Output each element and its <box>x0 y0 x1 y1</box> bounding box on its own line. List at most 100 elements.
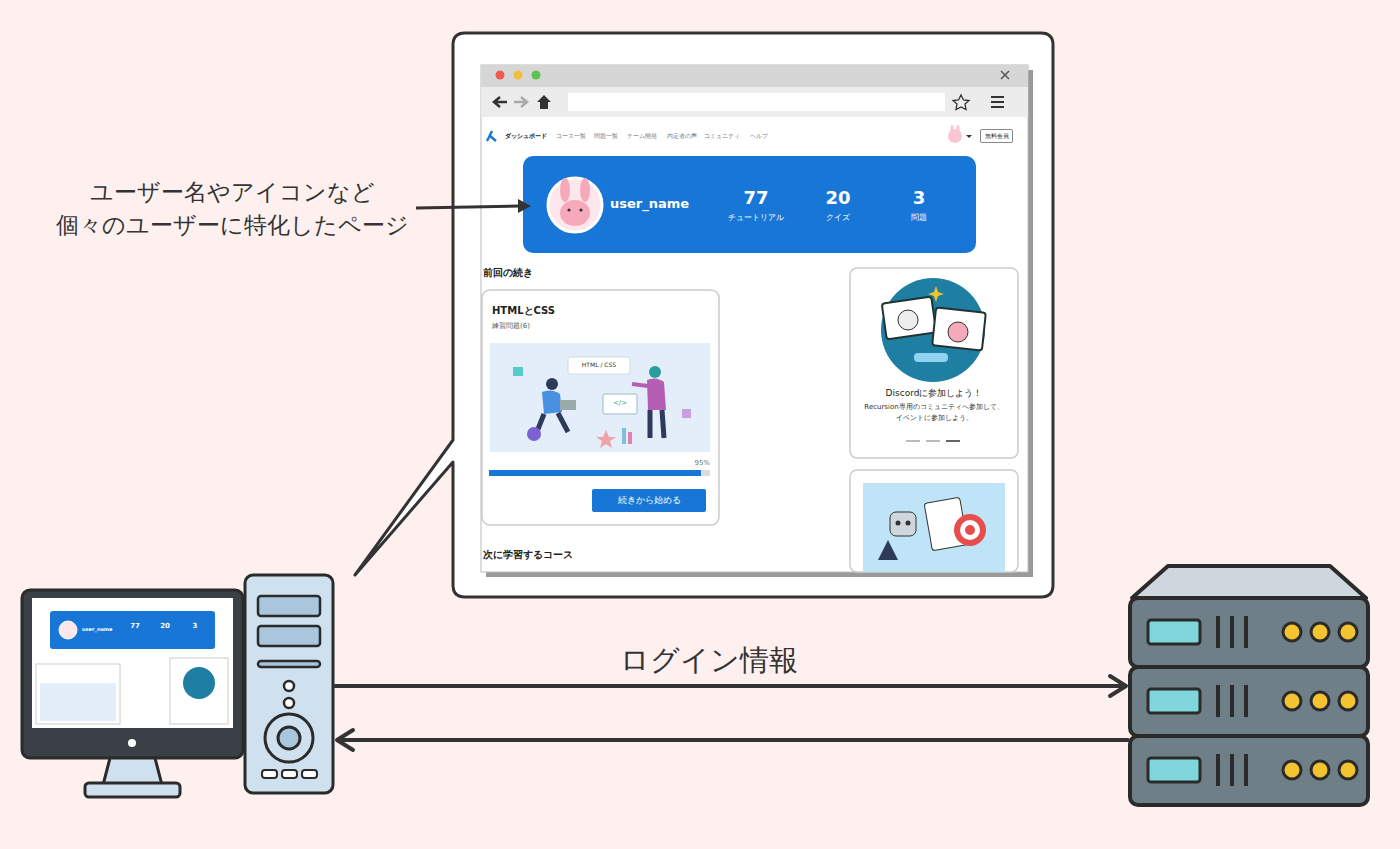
course-card-part <box>536 413 568 434</box>
discord-card: Discordに参加しよう！Recursion専用のコミュニティへ参加して、 イ… <box>850 268 1018 458</box>
computer-icon <box>22 590 243 797</box>
server-icon-part <box>1130 598 1368 667</box>
server-icon-part <box>1132 566 1366 598</box>
nav-item: 問題一覧 <box>594 132 618 139</box>
leader-arrow <box>416 199 531 213</box>
course-card-part <box>489 470 710 476</box>
progress-percent: 95% <box>694 459 710 467</box>
profile-banner-part <box>548 178 602 232</box>
computer-icon-part <box>50 611 215 649</box>
server-icon-part-part <box>1244 685 1248 717</box>
illustration-text: </> <box>613 399 627 407</box>
discord-card-part <box>928 286 944 302</box>
browser-window-part <box>514 71 523 80</box>
server-icon-part-part <box>1148 620 1200 644</box>
discord-card-part <box>948 322 968 342</box>
stat-number: 3 <box>913 187 926 209</box>
next-card-part <box>890 512 916 536</box>
course-card-part <box>682 409 691 418</box>
server-icon-part-part <box>1230 685 1234 717</box>
section-heading: 前回の続き <box>483 267 533 279</box>
server-icon <box>1130 566 1368 805</box>
data-arrows-part <box>1110 676 1126 696</box>
data-arrows-part <box>337 730 353 750</box>
browser-window-part <box>1001 71 1009 79</box>
callout-bubble-part <box>355 33 1053 597</box>
course-card <box>482 290 719 525</box>
course-card-part <box>632 384 648 386</box>
discord-card-part <box>898 310 918 330</box>
course-card-part <box>628 432 632 444</box>
tower-icon-part <box>284 698 294 708</box>
server-icon-part-part <box>1311 623 1329 641</box>
course-card-part <box>603 394 637 414</box>
browser-window-part <box>487 131 496 141</box>
computer-icon-part <box>170 658 228 724</box>
tower-icon-part <box>258 596 320 616</box>
nav-item: チーム開発 <box>627 132 657 139</box>
tower-icon-part <box>265 714 313 762</box>
profile-banner-part <box>560 200 590 226</box>
discord-card-part <box>882 297 937 340</box>
computer-icon-part <box>128 739 136 747</box>
next-card-part <box>960 520 980 540</box>
tower-icon-part <box>258 661 320 667</box>
tower-icon-part <box>302 770 317 778</box>
course-card-part <box>546 378 558 390</box>
server-icon-part-part <box>1311 761 1329 779</box>
data-arrows-part <box>335 684 1124 688</box>
data-arrows-part <box>339 738 1128 742</box>
profile-banner-part <box>560 178 570 202</box>
mini-text: 20 <box>160 622 170 630</box>
browser-window-part <box>481 65 1028 87</box>
course-card-part <box>482 290 719 525</box>
data-arrows <box>335 676 1128 750</box>
server-icon-part-part <box>1148 689 1200 713</box>
server-icon-part-part <box>1339 692 1357 710</box>
computer-icon-part <box>36 664 120 724</box>
mini-text: 3 <box>193 622 198 630</box>
course-card-part <box>647 378 666 410</box>
next-card-part <box>906 521 911 526</box>
mini-text: user_name <box>82 626 112 632</box>
server-icon-part-part <box>1283 623 1301 641</box>
discord-card-part <box>850 268 1018 458</box>
computer-icon-part <box>40 683 116 721</box>
course-card-part <box>568 357 630 374</box>
profile-banner-part <box>579 208 582 211</box>
next-card-part <box>878 540 898 560</box>
discord-card-part <box>932 307 986 350</box>
arrow-label: ログイン情報 <box>620 643 798 678</box>
profile-banner: user_name77チュートリアル20クイズ3問題 <box>523 156 976 253</box>
next-card-part <box>863 483 1005 572</box>
course-card-part <box>649 366 661 378</box>
stat-number: 77 <box>743 187 768 209</box>
server-icon-part-part <box>1283 692 1301 710</box>
discord-card-part <box>914 353 948 362</box>
discord-card-part <box>946 440 960 442</box>
computer-icon-part <box>103 758 162 785</box>
card-title: HTMLとCSS <box>492 305 555 317</box>
profile-banner-part <box>567 208 570 211</box>
server-icon-part-part <box>1283 761 1301 779</box>
browser-window <box>481 65 1033 577</box>
discord-card <box>850 268 1018 458</box>
server-icon-part-part <box>1216 754 1220 786</box>
stat-number: 20 <box>825 187 850 209</box>
course-card-part <box>513 367 523 376</box>
next-card-part <box>965 525 975 535</box>
profile-banner <box>523 156 976 253</box>
next-card <box>850 470 1018 572</box>
tower-icon-part <box>245 575 333 793</box>
server-icon-part-part <box>1311 692 1329 710</box>
course-card-part <box>622 428 626 444</box>
card-description: Recursion専用のコミュニティへ参加して、 イベントに参加しよう。 <box>856 402 1012 424</box>
next-card-part <box>954 514 986 546</box>
stat-label: 問題 <box>911 213 927 222</box>
profile-banner-part <box>523 156 976 253</box>
browser-window-part <box>950 125 953 133</box>
continue-button: 続きから始める <box>592 489 706 512</box>
server-icon-part-part <box>1148 758 1200 782</box>
tower-icon-part <box>282 770 297 778</box>
course-card-part <box>542 390 562 414</box>
